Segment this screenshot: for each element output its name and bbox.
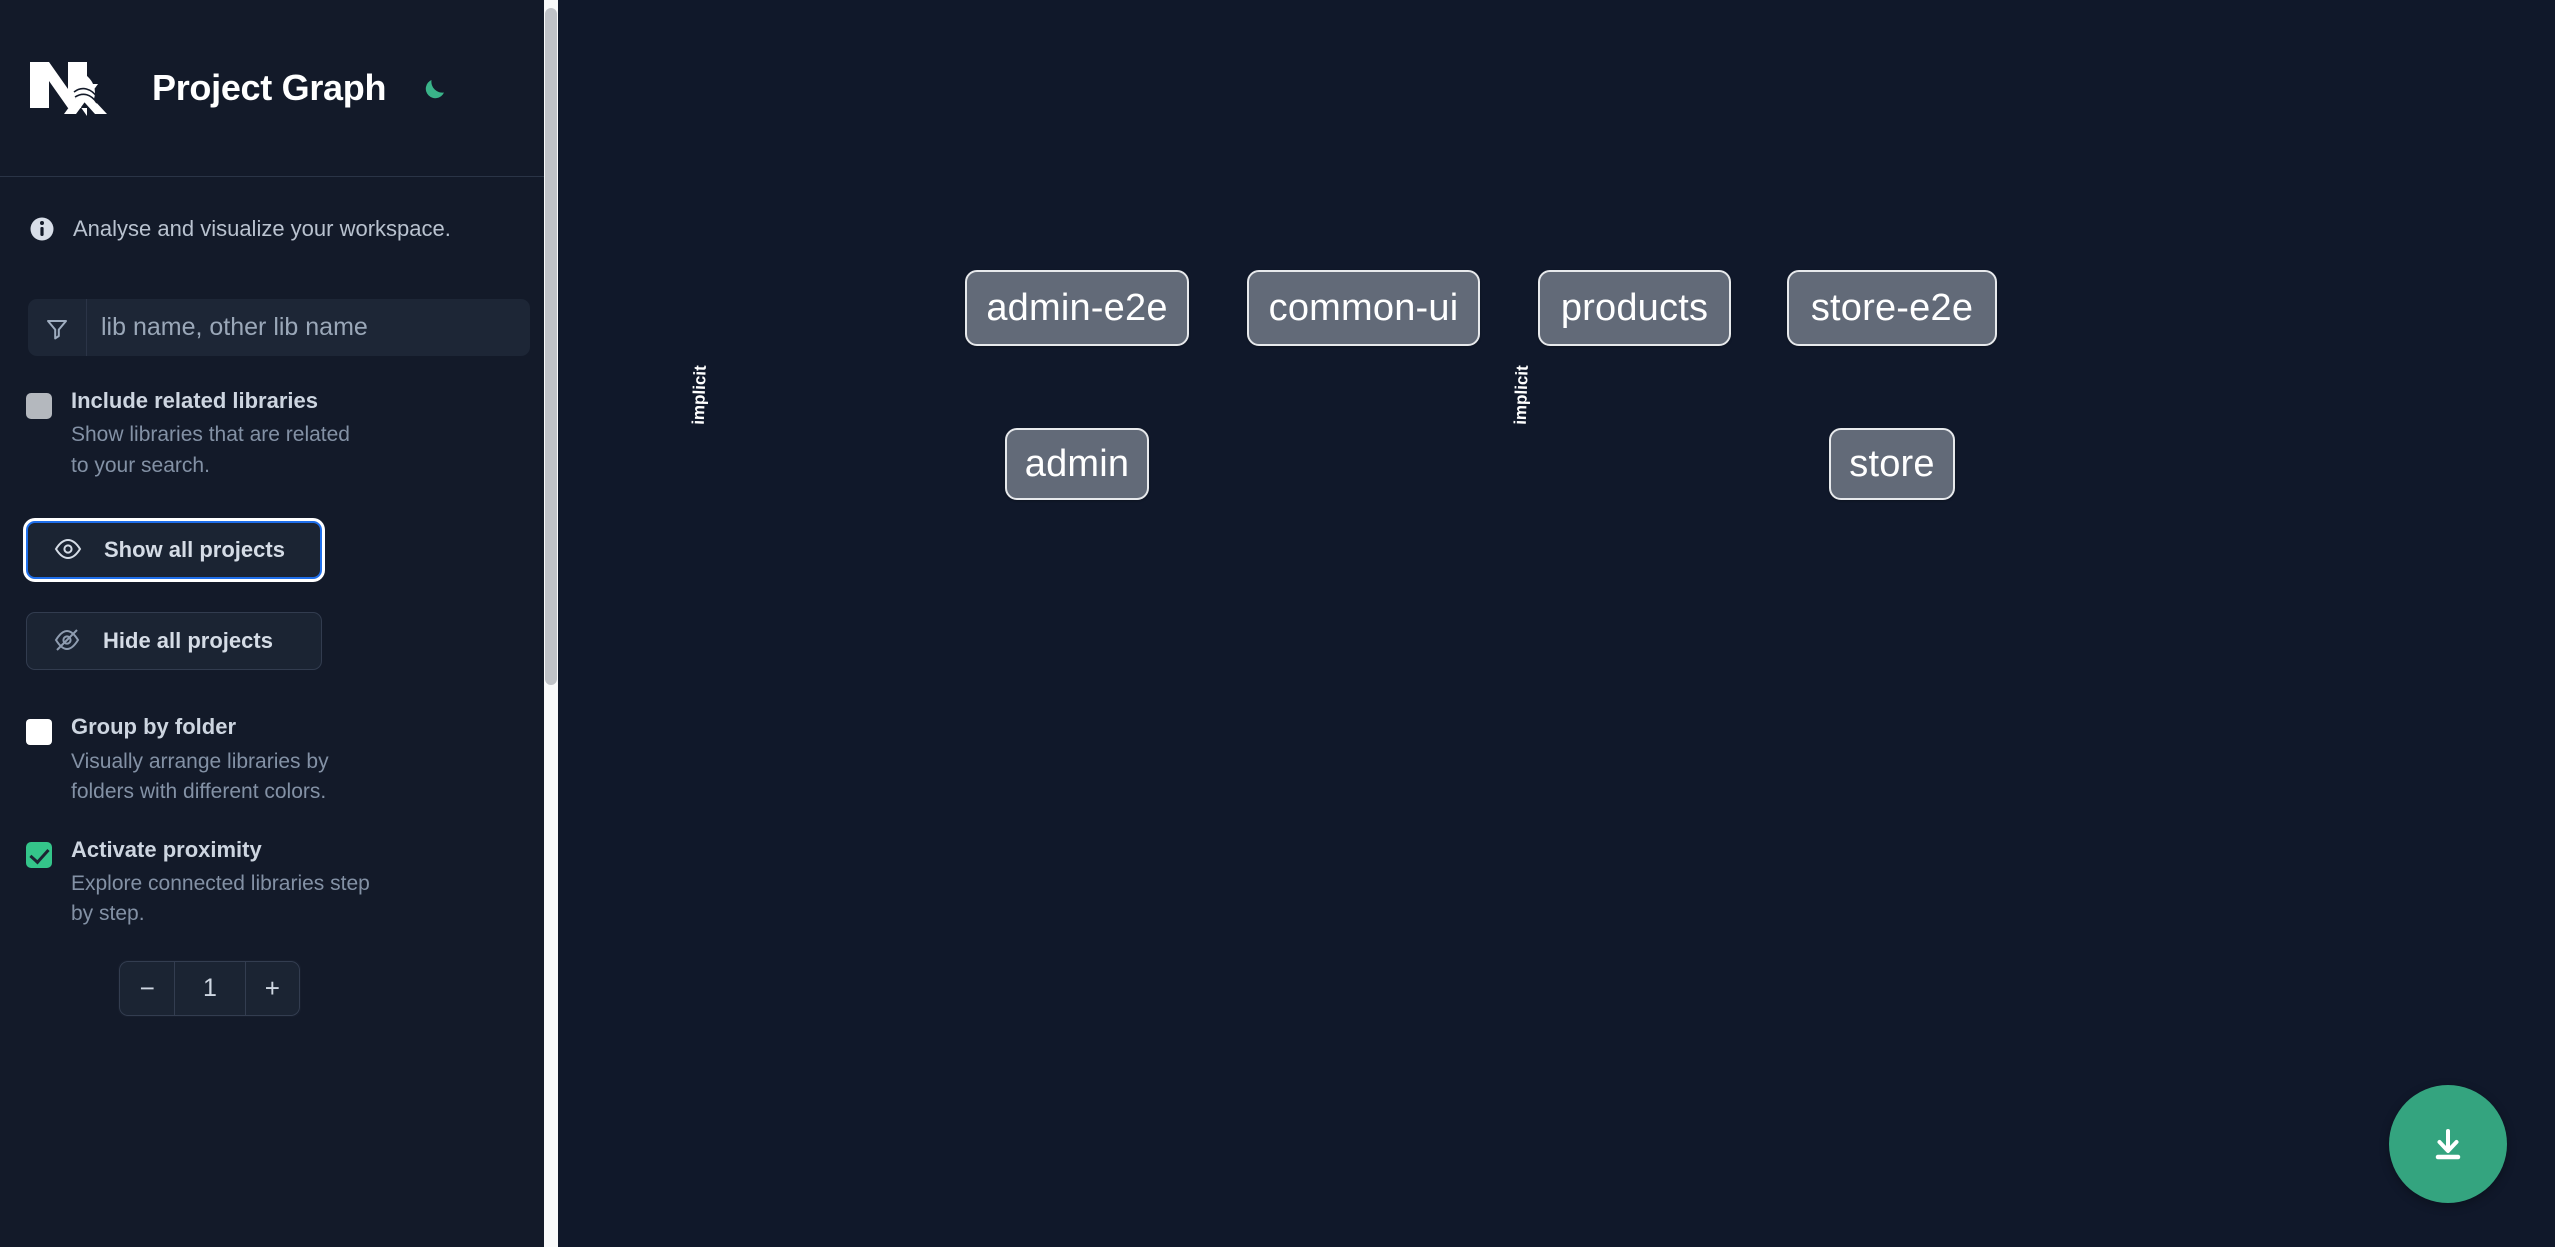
option-description: Show libraries that are related to your …: [71, 423, 350, 477]
graph-nodes-layer: admin-e2e common-ui products store-e2e admin…: [558, 0, 2555, 1247]
edge-label-store-e2e-to-store: implicit: [1510, 364, 1532, 426]
filter-input-wrapper: [28, 299, 530, 356]
filter-input[interactable]: [87, 299, 530, 356]
sidebar-body: Analyse and visualize your workspace. In…: [0, 177, 558, 1017]
graph-node-store-e2e[interactable]: store-e2e: [1787, 270, 1997, 346]
sidebar: Project Graph Analyse and visualize your…: [0, 0, 558, 1247]
stepper-increment-button[interactable]: +: [244, 960, 300, 1016]
option-group-by-folder[interactable]: Group by folder Visually arrange librari…: [0, 670, 558, 807]
eye-off-icon: [53, 626, 81, 657]
tagline: Analyse and visualize your workspace.: [0, 177, 558, 243]
eye-icon: [54, 535, 82, 566]
show-all-projects-button[interactable]: Show all projects: [26, 521, 322, 580]
proximity-stepper: − 1 +: [118, 959, 301, 1017]
graph-node-label: store: [1849, 442, 1935, 485]
info-icon: [28, 215, 56, 243]
graph-canvas[interactable]: admin-e2e common-ui products store-e2e admin…: [558, 0, 2555, 1247]
filter-funnel-icon: [28, 299, 87, 356]
checkbox-include-related-libraries[interactable]: [26, 393, 52, 419]
option-title: Activate proximity: [71, 836, 262, 862]
button-label: Hide all projects: [103, 628, 273, 654]
option-title: Include related libraries: [71, 388, 318, 413]
option-include-related-libraries[interactable]: Include related libraries Show libraries…: [0, 356, 558, 481]
hide-all-projects-button[interactable]: Hide all projects: [26, 612, 322, 671]
edge-label-admin-e2e-to-admin: implicit: [688, 364, 710, 426]
button-label: Show all projects: [104, 537, 285, 563]
moon-icon[interactable]: [416, 68, 456, 108]
option-title: Group by folder: [71, 714, 236, 740]
checkbox-activate-proximity[interactable]: [26, 841, 52, 868]
sidebar-header: Project Graph: [0, 0, 558, 177]
download-graph-button[interactable]: [2389, 1085, 2507, 1203]
option-activate-proximity[interactable]: Activate proximity Explore connected lib…: [0, 808, 558, 930]
option-description: Visually arrange libraries by folders wi…: [71, 749, 329, 804]
app-title: Project Graph: [152, 67, 387, 108]
graph-node-label: store-e2e: [1810, 286, 1974, 329]
graph-node-common-ui[interactable]: common-ui: [1247, 270, 1480, 346]
graph-node-label: admin: [1024, 442, 1130, 485]
checkbox-group-by-folder[interactable]: [26, 719, 52, 746]
graph-node-label: common-ui: [1268, 286, 1459, 329]
graph-node-admin[interactable]: admin: [1005, 428, 1149, 500]
graph-node-admin-e2e[interactable]: admin-e2e: [965, 270, 1189, 346]
stepper-value: 1: [174, 960, 245, 1016]
sidebar-scrollbar-thumb[interactable]: [545, 8, 557, 685]
nx-logo: [26, 54, 116, 122]
visibility-buttons: Show all projects Hide all projects: [26, 521, 530, 671]
tagline-text: Analyse and visualize your workspace.: [73, 216, 451, 241]
graph-node-label: admin-e2e: [986, 286, 1168, 329]
option-description: Explore connected libraries step by step…: [71, 871, 370, 926]
stepper-decrement-button[interactable]: −: [119, 960, 175, 1016]
graph-node-store[interactable]: store: [1829, 428, 1955, 500]
graph-node-label: products: [1560, 286, 1709, 329]
sidebar-scrollbar[interactable]: [544, 0, 558, 1247]
graph-node-products[interactable]: products: [1538, 270, 1731, 346]
